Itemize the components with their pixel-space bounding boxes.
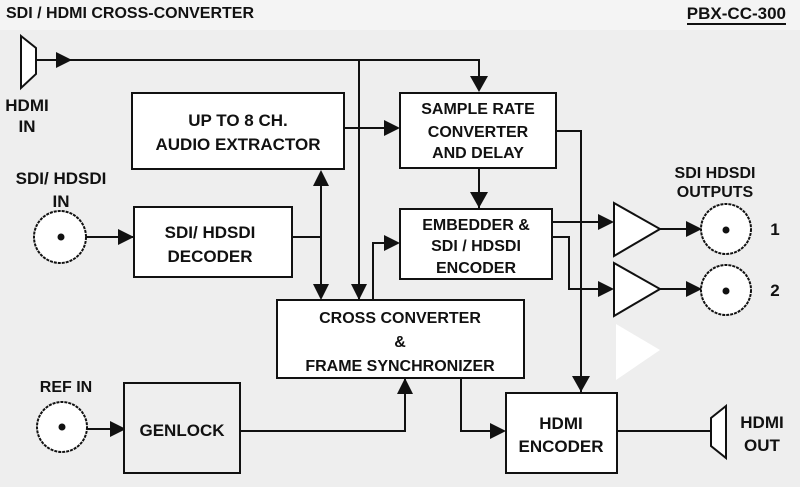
wires	[36, 52, 711, 439]
wire-genlock-to-cross	[240, 378, 406, 432]
audio-extractor-line2: AUDIO EXTRACTOR	[156, 135, 321, 154]
diagram-title: SDI / HDMI CROSS-CONVERTER	[6, 5, 255, 22]
sdi-outputs-label-1: SDI HDSDI	[675, 165, 756, 182]
hdmi-out-connector-icon	[710, 403, 727, 461]
embedder-encoder-block	[399, 208, 553, 280]
cross-converter-block	[276, 299, 525, 379]
output-1-label: 1	[770, 220, 779, 239]
output-2-label: 2	[770, 281, 779, 300]
wire-cross-to-hdmi-enc	[460, 378, 504, 432]
arrow-into-embedder	[470, 192, 488, 208]
arrow-out-2	[686, 281, 702, 297]
faded-amplifier-icon	[616, 324, 660, 380]
arrow-audio-to-src	[384, 120, 400, 136]
arrow-genlock-to-cross	[397, 378, 413, 394]
header-bar: SDI / HDMI CROSS-CONVERTER PBX-CC-300	[0, 0, 800, 30]
arrow-amp-1	[598, 214, 614, 230]
arrow-hdmi-in	[56, 52, 72, 68]
arrow-down-cross	[313, 284, 329, 300]
model-number: PBX-CC-300	[686, 4, 786, 25]
cross-converter-line1: CROSS CONVERTER	[319, 310, 481, 327]
audio-extractor-block	[131, 92, 345, 170]
decoder-block	[133, 206, 293, 278]
arrow-out-1	[686, 221, 702, 237]
decoder-line1: SDI/ HDSDI	[165, 223, 256, 242]
embedder-line1: EMBEDDER &	[422, 217, 530, 234]
hdmi-encoder-line1: HDMI	[539, 414, 582, 433]
arrow-into-genlock	[110, 421, 126, 437]
sdi-in-bnc-connector-icon	[33, 210, 87, 264]
hdmi-encoder-block	[505, 392, 618, 474]
arrow-into-hdmi-enc-top	[572, 376, 590, 392]
hdmi-in-connector-icon	[20, 33, 37, 91]
arrow-into-src	[470, 76, 488, 92]
sample-rate-converter-block	[399, 92, 557, 169]
wire-embedder-out-2	[552, 236, 612, 290]
hdmi-out-label-2: OUT	[744, 436, 781, 455]
ref-in-label: REF IN	[40, 379, 92, 396]
arrow-cross-to-hdmi-enc	[490, 423, 506, 439]
embedder-line2: SDI / HDSDI	[431, 238, 521, 255]
arrow-cross-to-embedder	[384, 235, 400, 251]
hdmi-out-label-1: HDMI	[740, 413, 783, 432]
genlock-block	[123, 382, 241, 474]
wire-cross-to-embedder	[372, 242, 398, 300]
arrow-up-audio	[313, 170, 329, 186]
output-1-bnc-connector-icon	[700, 203, 752, 255]
sdi-outputs-label-2: OUTPUTS	[677, 184, 754, 201]
hdmi-in-label-1: HDMI	[5, 96, 48, 115]
cross-converter-line2: &	[394, 334, 406, 351]
sdi-in-label-2: IN	[53, 192, 70, 211]
genlock-label: GENLOCK	[140, 421, 226, 440]
wire-hdmi-in	[36, 59, 480, 86]
arrow-into-decoder	[118, 229, 134, 245]
sample-rate-line1: SAMPLE RATE	[421, 101, 535, 118]
hdmi-encoder-line2: ENCODER	[518, 437, 603, 456]
output-amplifier-1-icon	[613, 201, 663, 258]
embedder-line3: ENCODER	[436, 260, 516, 277]
decoder-line2: DECODER	[167, 247, 252, 266]
hdmi-in-label-2: IN	[19, 117, 36, 136]
ref-in-bnc-connector-icon	[36, 401, 88, 453]
sample-rate-line2: CONVERTER	[428, 124, 529, 141]
audio-extractor-line1: UP TO 8 CH.	[188, 111, 288, 130]
arrow-amp-2	[598, 281, 614, 297]
arrow-into-cross-1	[351, 284, 367, 300]
output-2-bnc-connector-icon	[700, 264, 752, 316]
wire-src-to-hdmi-enc	[556, 130, 582, 392]
sdi-in-label-1: SDI/ HDSDI	[16, 169, 107, 188]
output-amplifier-2-icon	[613, 261, 663, 318]
sample-rate-line3: AND DELAY	[432, 145, 524, 162]
cross-converter-line3: FRAME SYNCHRONIZER	[305, 358, 495, 375]
